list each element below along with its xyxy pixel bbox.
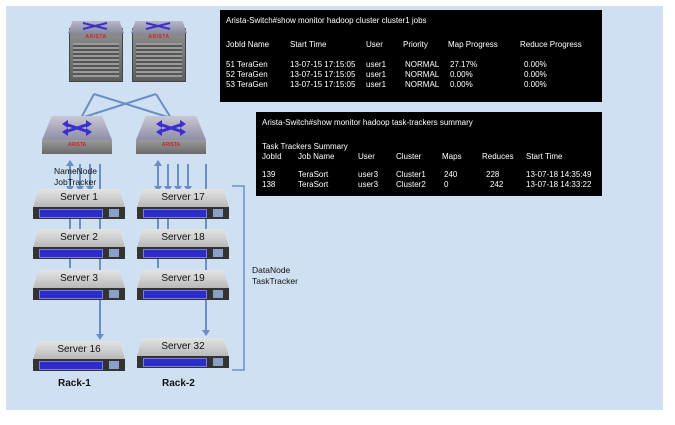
column-header: Maps	[442, 152, 462, 161]
namenode-caption: NameNode JobTracker	[54, 166, 97, 188]
table-cell: user1	[366, 70, 387, 79]
core-switch-arrows-icon	[82, 22, 108, 30]
table-cell: 228	[486, 170, 500, 179]
core-switch-1: ARISTA	[68, 21, 124, 82]
rack1-label: Rack-1	[58, 378, 91, 389]
network-links	[66, 93, 245, 371]
core-switch-2: ARISTA	[131, 21, 187, 82]
table-cell: 138	[262, 180, 276, 189]
table-cell: 13-07-18 14:35:49	[526, 170, 592, 179]
link-core2-tor2	[155, 93, 172, 119]
tor-switch-rack2: ARISTA	[136, 116, 206, 154]
server-rack2-18: Server 18	[137, 229, 229, 259]
server-label: Server 32	[161, 341, 205, 352]
table-cell: NORMAL	[405, 80, 440, 89]
table-cell: user1	[366, 60, 387, 69]
table-cell: 0.00%	[450, 70, 473, 79]
tor-switch-rack1: ARISTA	[42, 116, 112, 154]
server-label: Server 17	[161, 192, 205, 203]
table-cell: 240	[444, 170, 458, 179]
summary-title: Task Trackers Summary	[262, 142, 348, 151]
link-core2-tor1	[80, 93, 157, 119]
switch-arrows-icon	[62, 120, 92, 136]
table-cell: Cluster1	[396, 170, 426, 179]
table-cell: Cluster2	[396, 180, 426, 189]
server-label: Server 18	[161, 232, 205, 243]
switch-arrows-icon	[156, 120, 186, 136]
terminal-command: Arista-Switch#show monitor hadoop task-t…	[262, 118, 473, 127]
server-label: Server 19	[161, 273, 205, 284]
server-rack1-1: Server 1	[33, 189, 125, 219]
column-header: Start Time	[290, 40, 327, 49]
table-cell: 13-07-15 17:15:05	[290, 60, 356, 69]
server-rack2-32: Server 32	[137, 338, 229, 368]
datanode-label: DataNode	[252, 265, 291, 275]
switch-brand-label: ARISTA	[67, 142, 87, 148]
table-cell: 0.00%	[450, 80, 473, 89]
column-header: Start Time	[526, 152, 563, 161]
server-rack2-19: Server 19	[137, 270, 229, 300]
server-rack1-16: Server 16	[33, 341, 125, 371]
link-core1-tor1	[80, 93, 95, 119]
terminal-command: Arista-Switch#show monitor hadoop cluste…	[226, 16, 427, 25]
column-header: Priority	[403, 40, 428, 49]
server-label: Server 3	[60, 273, 98, 284]
server-label: Server 1	[60, 192, 98, 203]
table-cell: 139	[262, 170, 276, 179]
table-cell: NORMAL	[405, 70, 440, 79]
column-header: Job Name	[298, 152, 335, 161]
table-cell: 13-07-18 14:33:22	[526, 180, 592, 189]
table-cell: 52 TeraGen	[226, 70, 268, 79]
table-cell: user3	[358, 170, 379, 179]
column-header: Reduces	[482, 152, 514, 161]
server-rack2-17: Server 17	[137, 189, 229, 219]
table-cell: NORMAL	[405, 60, 440, 69]
server-label: Server 2	[60, 232, 98, 243]
table-cell: TeraSort	[298, 180, 329, 189]
jobtracker-label: JobTracker	[54, 177, 97, 187]
table-cell: 53 TeraGen	[226, 80, 268, 89]
column-header: JobId Name	[226, 40, 270, 49]
table-cell: user1	[366, 80, 387, 89]
column-header: Cluster	[396, 152, 422, 161]
table-cell: 0	[444, 180, 449, 189]
table-cell: 0.00%	[524, 60, 547, 69]
table-cell: user3	[358, 180, 379, 189]
table-cell: 0.00%	[524, 70, 547, 79]
switch-brand-label: ARISTA	[148, 34, 170, 40]
namenode-label: NameNode	[54, 166, 97, 176]
table-cell: 13-07-15 17:15:05	[290, 80, 356, 89]
column-header: JobId	[262, 152, 282, 161]
table-cell: TeraSort	[298, 170, 329, 179]
column-header: User	[358, 152, 375, 161]
terminal-cluster-jobs: Arista-Switch#show monitor hadoop cluste…	[220, 10, 602, 102]
core-switch-arrows-icon	[145, 22, 171, 30]
tasktracker-label: TaskTracker	[252, 276, 298, 286]
link-core1-tor2	[93, 93, 172, 119]
switch-brand-label: ARISTA	[161, 142, 181, 148]
rack2-label: Rack-2	[162, 378, 195, 389]
diagram-panel: ARISTA ARISTA ARISTA ARISTA	[6, 6, 663, 410]
server-rack1-2: Server 2	[33, 229, 125, 259]
terminal-task-trackers: Arista-Switch#show monitor hadoop task-t…	[256, 112, 602, 196]
column-header: Map Progress	[448, 40, 498, 49]
table-cell: 242	[490, 180, 504, 189]
table-cell: 13-07-15 17:15:05	[290, 70, 356, 79]
table-cell: 51 TeraGen	[226, 60, 268, 69]
column-header: Reduce Progress	[520, 40, 582, 49]
table-cell: 0.00%	[524, 80, 547, 89]
server-label: Server 16	[57, 344, 101, 355]
table-cell: 27.17%	[450, 60, 478, 69]
datanode-caption: DataNode TaskTracker	[252, 265, 298, 287]
column-header: User	[366, 40, 383, 49]
switch-brand-label: ARISTA	[85, 34, 107, 40]
server-rack1-3: Server 3	[33, 270, 125, 300]
